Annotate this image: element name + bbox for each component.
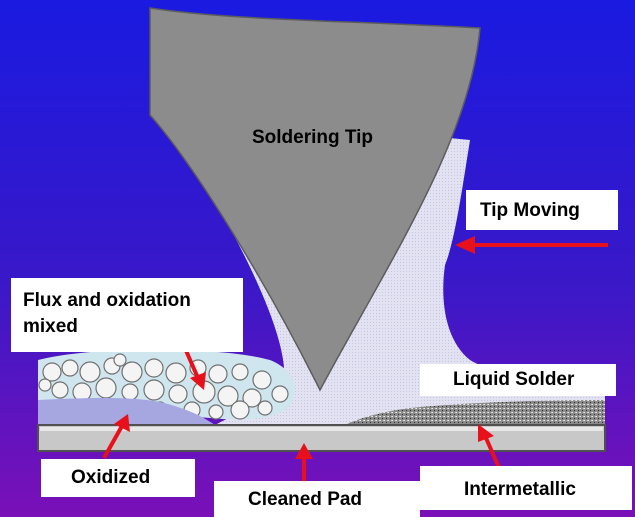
arrows [102,236,608,482]
oxide-layer [38,398,215,425]
flux-label-line2: mixed [23,316,78,337]
flux-bubbles [38,353,289,420]
intermetallic-arrow [484,437,502,471]
flux-oxidation-label: Flux and oxidation mixed [11,278,243,352]
tip-moving-label: Tip Moving [466,190,618,230]
liquid-solder-label: Liquid Solder [420,364,616,396]
pad-highlight [40,427,603,431]
cleaned-pad-label: Cleaned Pad [214,481,420,517]
oxidized-arrow [102,425,124,459]
intermetallic-label: Intermetallic [420,466,632,510]
intermetallic-layer [345,400,605,425]
flux-label-line1: Flux and oxidation [23,290,191,311]
soldering-tip-label: Soldering Tip [252,127,374,148]
oxidized-label: Oxidized [41,459,195,497]
soldering-tip [149,7,481,392]
